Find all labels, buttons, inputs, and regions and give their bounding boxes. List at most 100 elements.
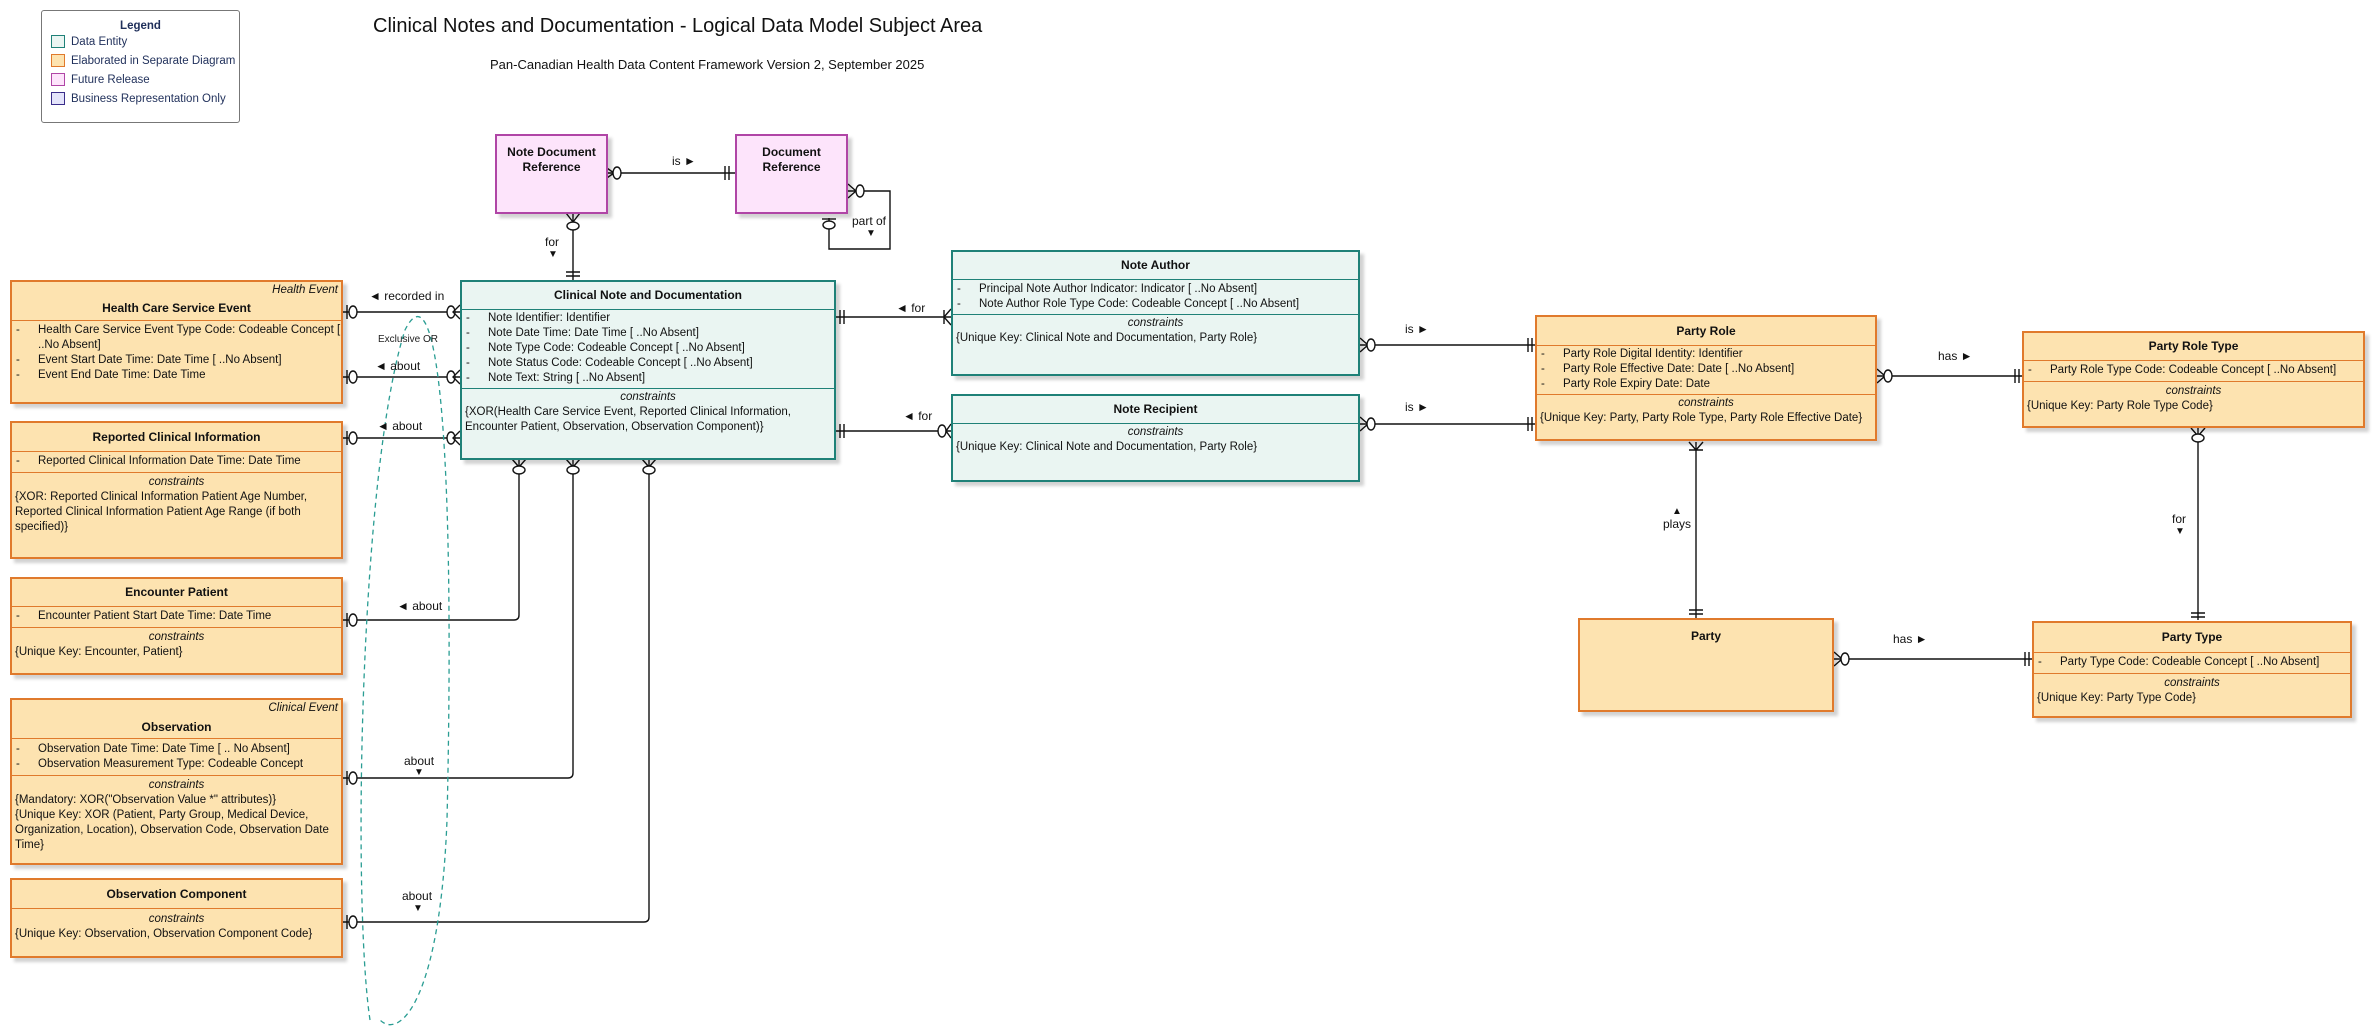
for-party-type-arrow-icon: ▼: [2175, 526, 2185, 537]
constraints-section: constraints {XOR(Health Care Service Eve…: [462, 388, 834, 435]
crowfoot-icon: [452, 369, 461, 385]
entity-health-care-service-event[interactable]: Health Event Health Care Service Event -…: [10, 280, 343, 404]
label-part-of: part of: [852, 214, 887, 228]
optional-circle-icon: [2191, 433, 2205, 443]
rel-line-about-encounter-patient: [343, 460, 520, 621]
attribute-section: -Health Care Service Event Type Code: Co…: [12, 320, 341, 383]
attribute-section: -Note Identifier: Identifier -Note Date …: [462, 309, 834, 388]
entity-reported-clinical-information[interactable]: Reported Clinical Information -Reported …: [10, 421, 343, 559]
label-is-recipient: is ►: [1405, 400, 1429, 414]
one-mandatory-icon: [2191, 612, 2205, 618]
label-for-author: ◄ for: [896, 301, 926, 315]
optional-circle-icon: [348, 771, 358, 785]
legend: Legend Data Entity Elaborated in Separat…: [41, 10, 240, 123]
entity-party[interactable]: Party: [1578, 618, 1834, 712]
rel-line-about-observation: [343, 460, 574, 779]
entity-party-role[interactable]: Party Role -Party Role Digital Identity:…: [1535, 315, 1877, 441]
attribute-section: -Observation Date Time: Date Time [ .. N…: [12, 738, 341, 775]
one-mandatory-icon: [839, 424, 845, 438]
label-about-observation: about: [404, 754, 435, 768]
one-mandatory-icon: [2014, 369, 2020, 383]
attribute-row: -Reported Clinical Information Date Time…: [16, 455, 301, 467]
constraints-section: constraints {Unique Key: Party, Party Ro…: [1537, 394, 1875, 426]
legend-swatch: [51, 35, 65, 48]
attribute-section: -Encounter Patient Start Date Time: Date…: [12, 606, 341, 627]
entity-document-reference[interactable]: Document Reference: [735, 134, 848, 214]
optional-circle-icon: [1366, 417, 1376, 431]
crowfoot-icon: [452, 304, 461, 320]
legend-swatch: [51, 92, 65, 105]
one-mandatory-icon: [566, 271, 580, 277]
diagram-subtitle: Pan-Canadian Health Data Content Framewo…: [490, 57, 925, 72]
entity-clinical-note-and-documentation[interactable]: Clinical Note and Documentation -Note Id…: [460, 280, 836, 460]
constraints-section: constraints {Unique Key: Observation, Ob…: [12, 908, 341, 942]
entity-name: Observation: [141, 720, 212, 734]
rel-line-about-observation-component: [343, 460, 650, 923]
label-is-author: is ►: [1405, 322, 1429, 336]
legend-item-elaborated: Elaborated in Separate Diagram: [51, 51, 239, 70]
one-mandatory-icon: [724, 166, 730, 180]
constraints-section: constraints {Unique Key: Clinical Note a…: [953, 423, 1358, 455]
legend-item-data-entity: Data Entity: [51, 32, 239, 51]
entity-name: Document Reference: [762, 145, 821, 174]
optional-circle-icon: [566, 221, 580, 231]
optional-circle-icon: [937, 424, 947, 438]
attribute-section: -Principal Note Author Indicator: Indica…: [953, 279, 1358, 314]
about-observation-arrow-icon: ▼: [414, 767, 424, 778]
constraints-section: constraints {Unique Key: Encounter, Pati…: [12, 627, 341, 660]
entity-note-recipient[interactable]: Note Recipient constraints {Unique Key: …: [951, 394, 1360, 482]
constraints-section: constraints {Unique Key: Clinical Note a…: [953, 314, 1358, 346]
legend-swatch: [51, 54, 65, 67]
entity-encounter-patient[interactable]: Encounter Patient -Encounter Patient Sta…: [10, 577, 343, 675]
entity-observation[interactable]: Clinical Event Observation -Observation …: [10, 698, 343, 865]
entity-party-type[interactable]: Party Type -Party Type Code: Codeable Co…: [2032, 621, 2352, 718]
entity-note-document-reference[interactable]: Note Document Reference: [495, 134, 608, 214]
constraints-text: {Unique Key: Clinical Note and Documenta…: [956, 441, 1258, 453]
attribute-row: -Note Identifier: Identifier: [466, 312, 611, 324]
attribute-section: -Party Role Type Code: Codeable Concept …: [2024, 360, 2363, 381]
entity-header: Note Author: [953, 252, 1358, 279]
optional-circle-icon: [348, 915, 358, 929]
entity-name: Party Role Type: [2148, 339, 2239, 353]
optional-circle-icon: [642, 465, 656, 475]
optional-circle-icon: [446, 431, 456, 445]
entity-header: Encounter Patient: [12, 579, 341, 606]
entity-name: Note Document Reference: [507, 145, 596, 174]
label-for-ndr: for: [545, 235, 560, 249]
optional-circle-icon: [612, 166, 622, 180]
optional-circle-icon: [348, 613, 358, 627]
constraints-text: {Unique Key: Encounter, Patient}: [15, 646, 183, 658]
for-ndr-arrow-icon: ▼: [548, 249, 558, 260]
one-mandatory-icon: [1689, 609, 1703, 615]
legend-item-future-release: Future Release: [51, 70, 239, 89]
attribute-row: -Note Status Code: Codeable Concept [ ..…: [466, 357, 753, 369]
entity-note-author[interactable]: Note Author -Principal Note Author Indic…: [951, 250, 1360, 376]
label-plays: plays: [1663, 517, 1692, 531]
constraints-text: {Unique Key: Party Role Type Code}: [2027, 400, 2213, 412]
optional-circle-icon: [446, 305, 456, 319]
entity-header: Party Type: [2034, 623, 2350, 652]
optional-circle-icon: [512, 465, 526, 475]
crowfoot-icon: [945, 423, 952, 439]
attribute-row: -Note Text: String [ ..No Absent]: [466, 372, 646, 384]
entity-name: Clinical Note and Documentation: [553, 288, 742, 302]
attribute-row: -Party Role Effective Date: Date [ ..No …: [1541, 363, 1795, 375]
label-about-observation-component: about: [402, 889, 433, 903]
part-of-arrow-icon: ▼: [866, 228, 876, 239]
optional-circle-icon: [446, 370, 456, 384]
entity-observation-component[interactable]: Observation Component constraints {Uniqu…: [10, 878, 343, 958]
legend-label: Data Entity: [71, 35, 128, 48]
rel-line-part-of: [828, 190, 891, 250]
crowfoot-icon: [1688, 441, 1704, 452]
legend-title: Legend: [120, 20, 161, 32]
entity-header: Party Role Type: [2024, 333, 2363, 360]
constraints-text: {Unique Key: Party Type Code}: [2037, 692, 2196, 704]
constraints-section: constraints {Mandatory: XOR("Observation…: [12, 775, 341, 853]
entity-party-role-type[interactable]: Party Role Type -Party Role Type Code: C…: [2022, 331, 2365, 428]
attribute-section: -Party Type Code: Codeable Concept [ ..N…: [2034, 652, 2350, 673]
entity-name: Health Care Service Event: [102, 301, 251, 315]
one-mandatory-icon: [2024, 652, 2030, 666]
constraints-text: {Unique Key: Observation, Observation Co…: [15, 928, 313, 940]
one-mandatory-icon: [1527, 417, 1533, 431]
attribute-row: -Party Type Code: Codeable Concept [ ..N…: [2038, 656, 2320, 668]
